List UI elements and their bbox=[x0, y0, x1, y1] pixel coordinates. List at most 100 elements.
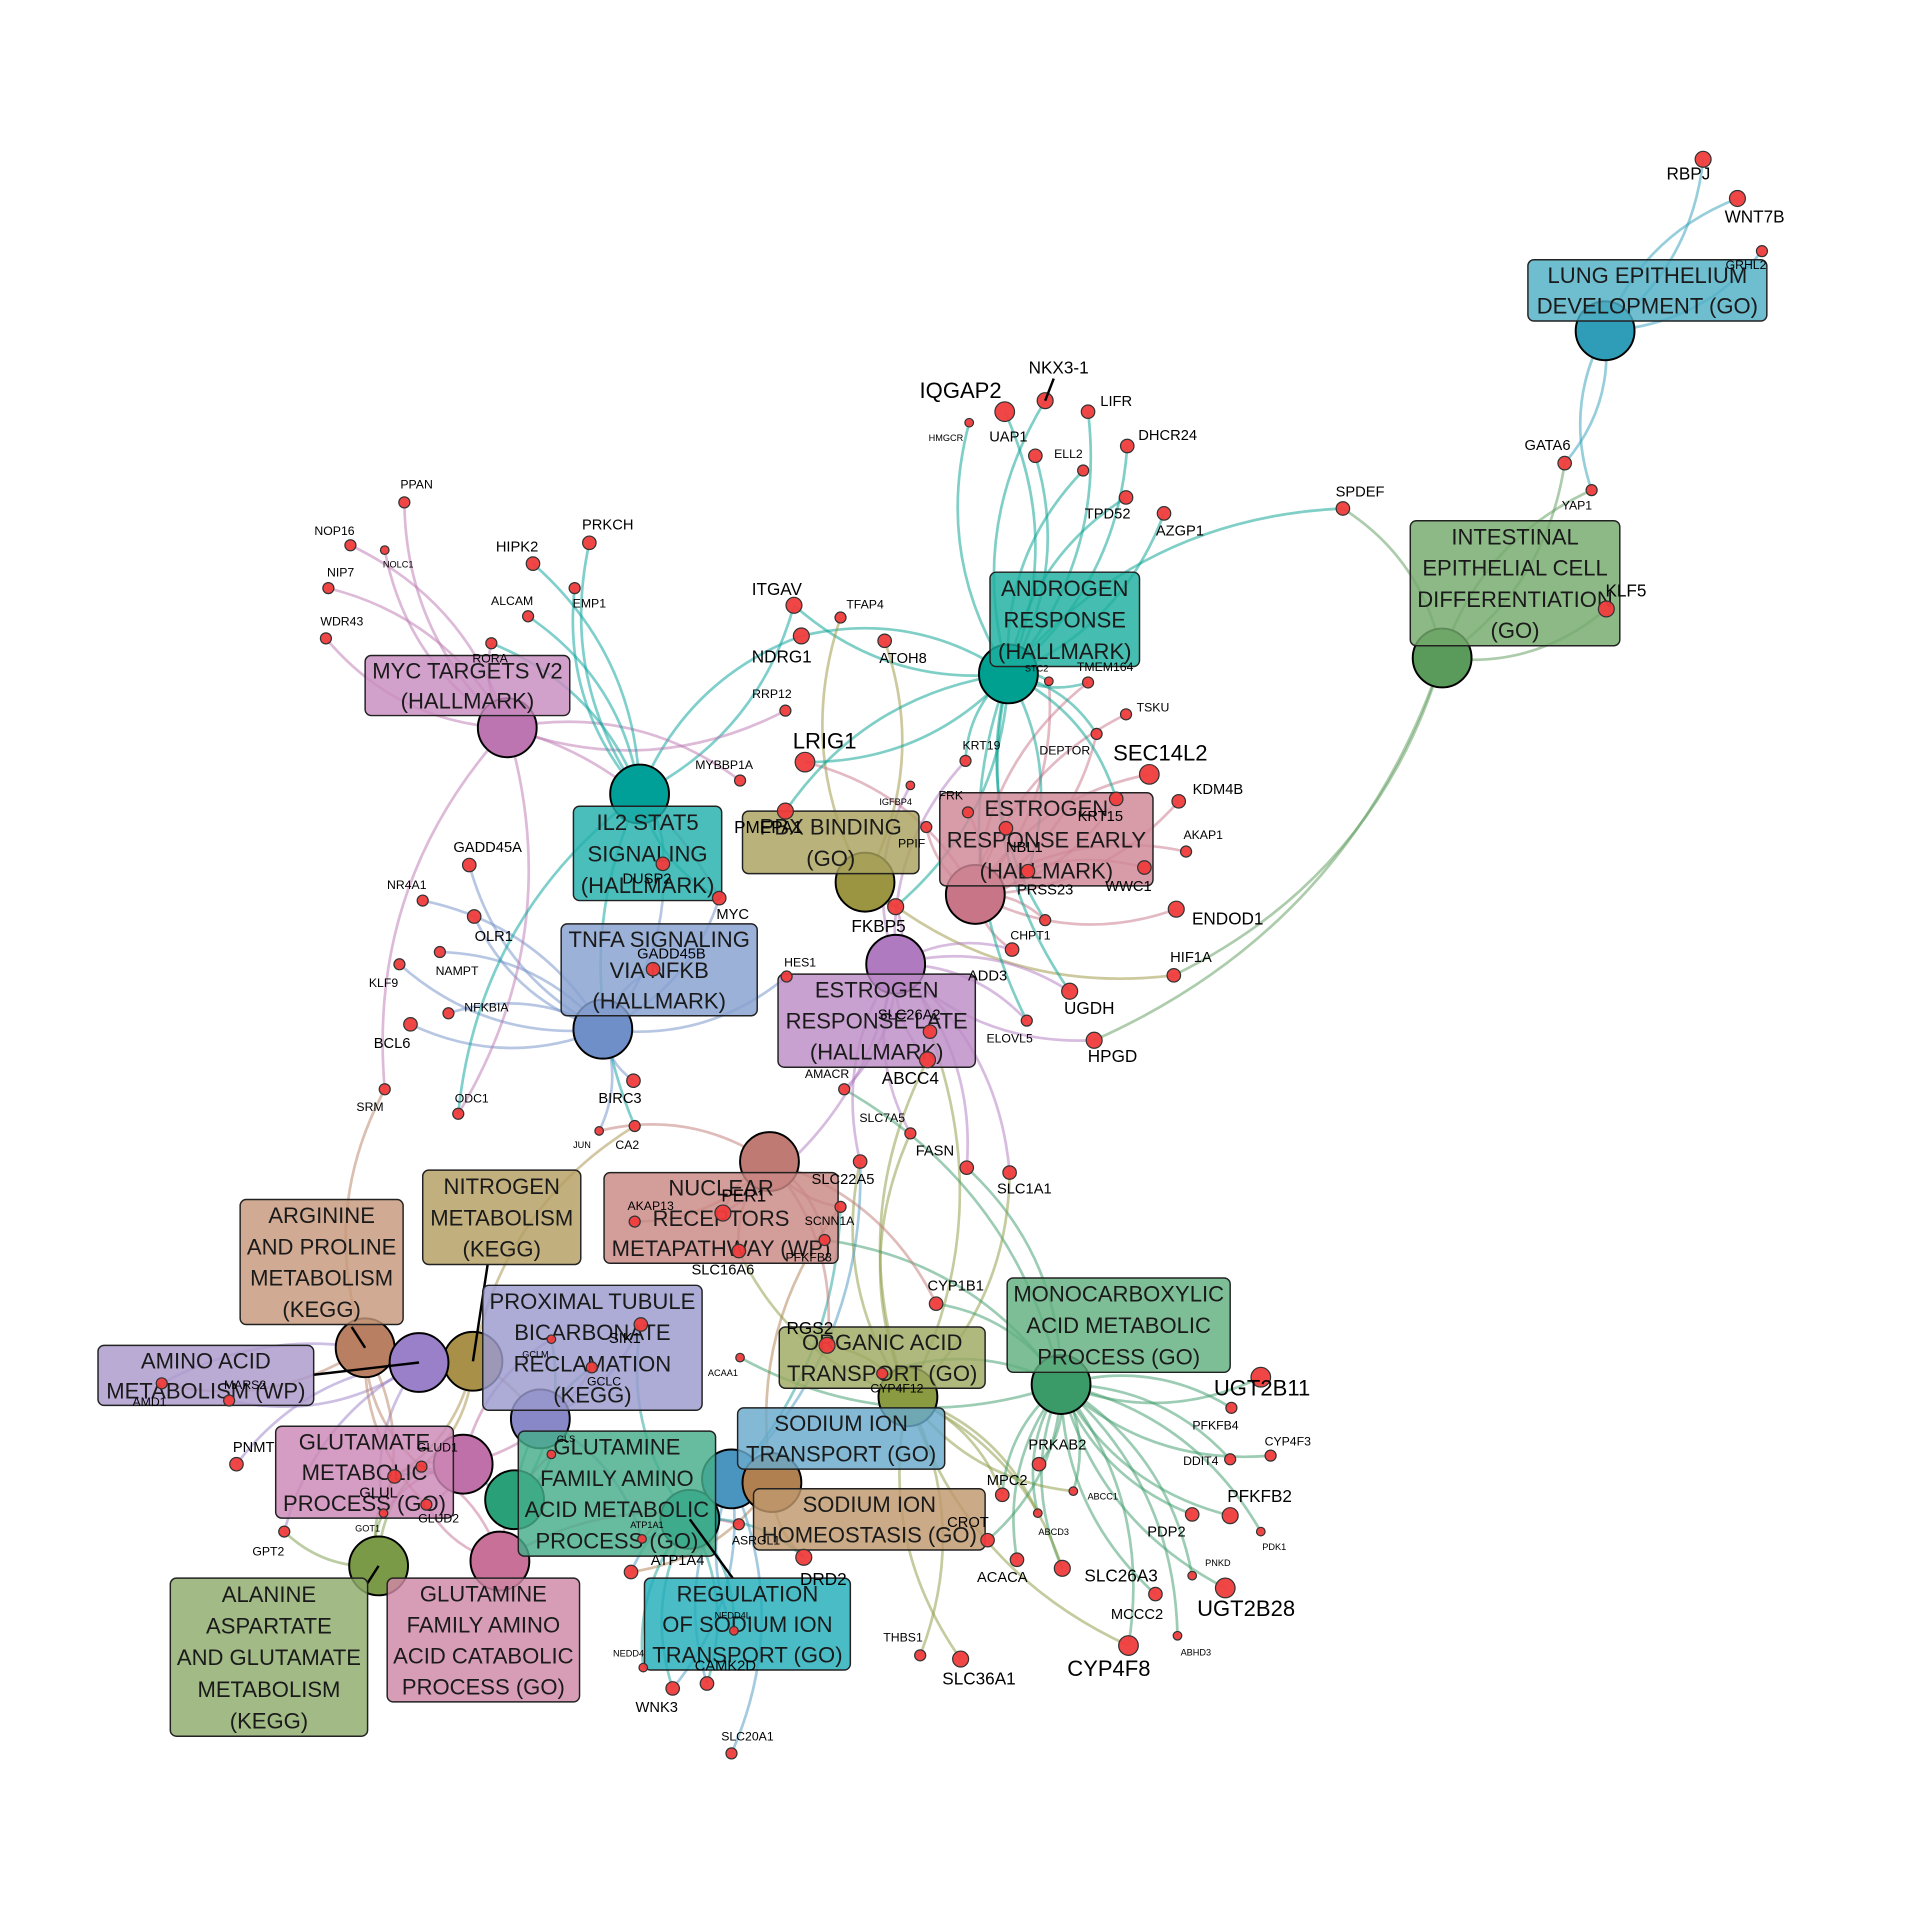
gene-node-itgav[interactable] bbox=[785, 596, 803, 614]
gene-node-scnn1a[interactable] bbox=[834, 1200, 847, 1214]
gene-node-wdr43[interactable] bbox=[319, 632, 333, 645]
gene-node-abcd3[interactable] bbox=[1032, 1508, 1043, 1519]
gene-node-mars2[interactable] bbox=[222, 1394, 236, 1407]
gene-node-prkch[interactable] bbox=[582, 535, 597, 551]
gene-node-acaca[interactable] bbox=[1009, 1552, 1025, 1568]
gene-node-sec14l2[interactable] bbox=[1138, 763, 1160, 785]
gene-node-nedd4l[interactable] bbox=[729, 1625, 739, 1636]
gene-node-pnmt[interactable] bbox=[229, 1456, 244, 1472]
gene-node-hif1a[interactable] bbox=[1166, 967, 1182, 983]
gene-node-slc16a6[interactable] bbox=[731, 1243, 747, 1259]
gene-node-birc3[interactable] bbox=[626, 1073, 641, 1089]
gene-node-uap1[interactable] bbox=[1028, 448, 1043, 464]
gene-node-wwc1[interactable] bbox=[1137, 860, 1152, 875]
gene-node-rrp12[interactable] bbox=[779, 704, 792, 717]
gene-node-nip7[interactable] bbox=[322, 582, 335, 595]
gene-node-ell2[interactable] bbox=[1077, 464, 1090, 477]
gene-node-tsku[interactable] bbox=[1119, 708, 1133, 721]
gene-node-slc26a2[interactable] bbox=[922, 1024, 938, 1040]
gene-node-glud1[interactable] bbox=[415, 1460, 428, 1473]
gene-node-acaa1[interactable] bbox=[735, 1352, 745, 1363]
gene-node-hipk2[interactable] bbox=[525, 556, 541, 571]
gene-node-gpt2[interactable] bbox=[278, 1525, 291, 1538]
gene-node-myc[interactable] bbox=[711, 890, 727, 906]
gene-node-yap1[interactable] bbox=[1585, 483, 1598, 497]
gene-node-ca2[interactable] bbox=[628, 1119, 641, 1133]
gene-node-abcc1[interactable] bbox=[1068, 1486, 1079, 1497]
gene-node-srm[interactable] bbox=[378, 1083, 391, 1096]
gene-node-emp1[interactable] bbox=[568, 582, 581, 595]
gene-node-endod1[interactable] bbox=[1167, 900, 1185, 918]
gene-node-wnt7b[interactable] bbox=[1728, 189, 1747, 208]
gene-node-igfbp4[interactable] bbox=[905, 780, 916, 791]
pathway-hub-aminoacid[interactable] bbox=[388, 1332, 450, 1393]
gene-node-akap1[interactable] bbox=[1179, 845, 1193, 858]
gene-node-rbpj[interactable] bbox=[1694, 150, 1712, 168]
gene-node-amd1[interactable] bbox=[155, 1377, 168, 1390]
gene-node-slc20a1[interactable] bbox=[725, 1747, 738, 1760]
gene-node-cyp1b1[interactable] bbox=[928, 1296, 944, 1312]
gene-node-slc22a5[interactable] bbox=[852, 1154, 868, 1169]
gene-node-ddit4[interactable] bbox=[1224, 1453, 1237, 1466]
gene-node-slc1a1[interactable] bbox=[1002, 1165, 1017, 1180]
gene-node-fasn[interactable] bbox=[959, 1160, 975, 1176]
gene-node-krt15[interactable] bbox=[1108, 791, 1124, 807]
gene-node-tpd52[interactable] bbox=[1118, 490, 1134, 505]
gene-node-slc7a5[interactable] bbox=[904, 1127, 917, 1140]
gene-node-wnk3[interactable] bbox=[665, 1681, 681, 1696]
gene-node-hes1[interactable] bbox=[780, 970, 793, 983]
gene-node-nop16[interactable] bbox=[344, 539, 357, 552]
gene-node-deptor[interactable] bbox=[1090, 727, 1103, 741]
gene-node-lrig1[interactable] bbox=[794, 751, 816, 773]
gene-node-iqgap2[interactable] bbox=[994, 401, 1016, 423]
gene-node-hmgcr[interactable] bbox=[964, 417, 975, 428]
gene-node-gadd45a[interactable] bbox=[461, 857, 477, 873]
gene-node-rgs2[interactable] bbox=[818, 1336, 836, 1354]
gene-node-spdef[interactable] bbox=[1335, 501, 1351, 516]
gene-node-hpgd[interactable] bbox=[1085, 1031, 1103, 1049]
gene-node-nfkbia[interactable] bbox=[442, 1007, 455, 1020]
gene-node-klf9[interactable] bbox=[393, 958, 406, 971]
gene-node-nampt[interactable] bbox=[433, 945, 446, 959]
gene-node-pfkfb2[interactable] bbox=[1221, 1507, 1239, 1525]
gene-node-nbl1[interactable] bbox=[998, 820, 1014, 836]
gene-node-klf5[interactable] bbox=[1597, 600, 1615, 618]
gene-node-odc1[interactable] bbox=[452, 1107, 465, 1120]
gene-node-frk[interactable] bbox=[961, 806, 975, 819]
gene-node-thbs1[interactable] bbox=[914, 1649, 927, 1662]
gene-node-ugt2b28[interactable] bbox=[1214, 1577, 1236, 1599]
gene-node-cyp4f12[interactable] bbox=[876, 1367, 889, 1380]
gene-node-ndrg1[interactable] bbox=[792, 627, 810, 645]
gene-node-gclc[interactable] bbox=[585, 1361, 598, 1374]
gene-node-dhcr24[interactable] bbox=[1119, 438, 1135, 454]
gene-node-bcl6[interactable] bbox=[403, 1016, 418, 1032]
gene-node-gclm[interactable] bbox=[546, 1334, 557, 1345]
pathway-label-myc[interactable]: MYC TARGETS V2(HALLMARK) bbox=[364, 654, 571, 717]
gene-node-mpc2[interactable] bbox=[994, 1487, 1010, 1503]
gene-node-gadd45b[interactable] bbox=[645, 961, 661, 977]
gene-node-ugt2b11[interactable] bbox=[1250, 1366, 1272, 1388]
gene-node-pdk1[interactable] bbox=[1255, 1526, 1266, 1537]
gene-node-dusp2[interactable] bbox=[655, 856, 671, 872]
gene-node-elovl5[interactable] bbox=[1020, 1014, 1033, 1027]
gene-node-cyp4f3[interactable] bbox=[1264, 1449, 1277, 1462]
gene-node-mccc2[interactable] bbox=[1148, 1586, 1163, 1602]
gene-node-lifr[interactable] bbox=[1080, 404, 1096, 420]
gene-node-pnkd[interactable] bbox=[1187, 1570, 1198, 1581]
gene-node-nolc1[interactable] bbox=[379, 545, 390, 556]
gene-node-got1[interactable] bbox=[378, 1508, 389, 1519]
gene-node-pfkfb4[interactable] bbox=[1225, 1401, 1238, 1414]
gene-node-alcam[interactable] bbox=[521, 610, 535, 623]
